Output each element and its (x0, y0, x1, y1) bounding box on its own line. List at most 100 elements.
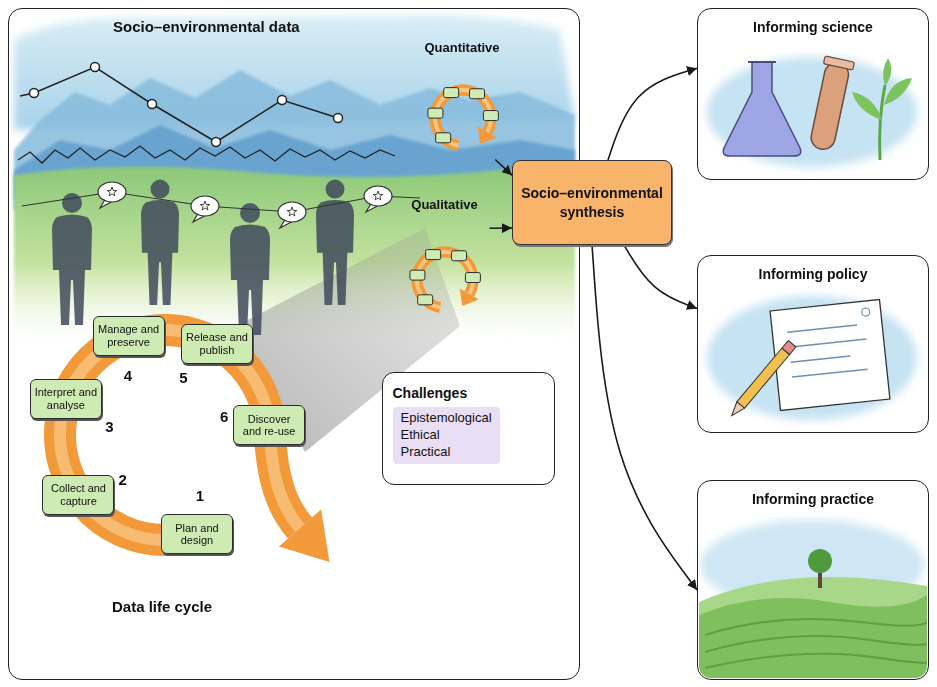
callout-number: 6 (220, 408, 228, 426)
data-cycle-ring: Quantitative (415, 38, 510, 160)
mini-stage-box (443, 87, 458, 97)
mini-stage-box (427, 108, 442, 118)
data-point (30, 89, 39, 98)
paper-lines (787, 324, 869, 377)
mini-stage-box (483, 110, 498, 120)
policy-illustration (707, 296, 917, 420)
stage-box: Collect and capture (42, 475, 114, 515)
flow-arrow (495, 160, 512, 176)
data-points (30, 63, 343, 147)
stage-box: Interpret and analyse (30, 379, 102, 419)
flow-arrow (608, 68, 697, 160)
tube-body (809, 60, 851, 151)
ring-arrowhead (477, 126, 496, 144)
star-icon (200, 201, 210, 210)
stage-label: Release and publish (185, 331, 249, 356)
landscape (14, 16, 575, 562)
ring-outline (415, 38, 510, 160)
network-line (22, 192, 420, 212)
speech-bubbles (98, 182, 392, 228)
leaf (884, 78, 912, 105)
stage-box: Manage and preserve (93, 316, 165, 356)
tube-rim (823, 56, 854, 70)
ring-arrowhead (459, 288, 478, 306)
bubble (191, 196, 219, 216)
flask (723, 62, 801, 156)
ring-label: Qualitative (411, 197, 477, 213)
outcome-panel: Informing science (697, 8, 929, 180)
mini-stage-box (425, 249, 440, 259)
paper-mark (861, 308, 870, 317)
science-illustration (707, 56, 917, 167)
leaf (852, 92, 882, 120)
stage-box: Plan and design (161, 514, 233, 554)
callout-number: 4 (124, 367, 132, 385)
panel-title: Informing policy (759, 266, 868, 283)
synthesis-label: Socio–environmental synthesis (519, 184, 665, 220)
mini-stage-box (417, 294, 432, 304)
ring-label: Quantitative (424, 40, 499, 56)
person-body (52, 215, 92, 326)
wash (707, 296, 917, 420)
flow-arrow (624, 245, 697, 308)
plant-stem (880, 85, 885, 160)
mini-stage-box (435, 132, 450, 142)
field-rows (705, 615, 927, 668)
panel-title: Informing science (753, 19, 873, 36)
person-body (316, 200, 354, 305)
flask-rim (748, 61, 776, 63)
practice-illustration (699, 520, 927, 678)
pencil-tip (728, 402, 745, 419)
tree-crown (808, 549, 832, 573)
data-point (148, 100, 157, 109)
synthesis-box: Socio–environmental synthesis (512, 160, 672, 245)
callout-number: 2 (119, 471, 127, 489)
stage-label: Collect and capture (46, 482, 110, 507)
test-tube (806, 56, 854, 152)
person-body (141, 200, 179, 305)
flow-arrow (490, 227, 513, 229)
pencil (728, 340, 796, 418)
person (230, 203, 270, 335)
data-line (20, 67, 338, 142)
callout-number: 5 (179, 369, 187, 387)
callout-number: 3 (105, 418, 113, 436)
bubble (278, 202, 306, 222)
challenge-list: Epistemological Ethical Practical (393, 407, 500, 464)
bubble (364, 186, 392, 206)
outcome-panel: Informing policy (697, 255, 929, 433)
speech-bubble (98, 182, 126, 208)
outcome-panel: Informing practice (697, 480, 929, 680)
data-point (212, 138, 221, 147)
person-head (62, 193, 82, 213)
data-cycle-ring: Qualitative (400, 195, 490, 330)
person-head (326, 180, 345, 199)
data-point (278, 96, 287, 105)
panel-title: Socio–environmental data (113, 18, 300, 36)
person (141, 180, 179, 305)
speech-bubble (278, 202, 306, 228)
leaf (883, 58, 891, 86)
ring-outline (400, 195, 490, 330)
speech-bubble (191, 196, 219, 222)
stage-label: Plan and design (165, 522, 229, 547)
wash (707, 57, 917, 167)
pencil-body (737, 348, 790, 408)
star-icon (287, 207, 297, 216)
stage-box: Discover and re-use (233, 405, 305, 445)
speech-bubble (364, 186, 392, 212)
horizon-line (18, 146, 395, 163)
stage-label: Interpret and analyse (34, 386, 98, 411)
stage-label: Manage and preserve (97, 323, 161, 348)
person-head (151, 180, 170, 199)
challenges-box: ChallengesEpistemological Ethical Practi… (382, 372, 555, 485)
panel-title: Informing practice (752, 491, 874, 508)
person (52, 193, 92, 325)
cycle-arrowhead (279, 510, 330, 562)
data-point (334, 114, 343, 123)
mini-stage-box (409, 270, 424, 280)
pencil-eraser (782, 340, 796, 354)
mini-stage-box (451, 250, 466, 260)
stage-box: Release and publish (181, 324, 253, 364)
